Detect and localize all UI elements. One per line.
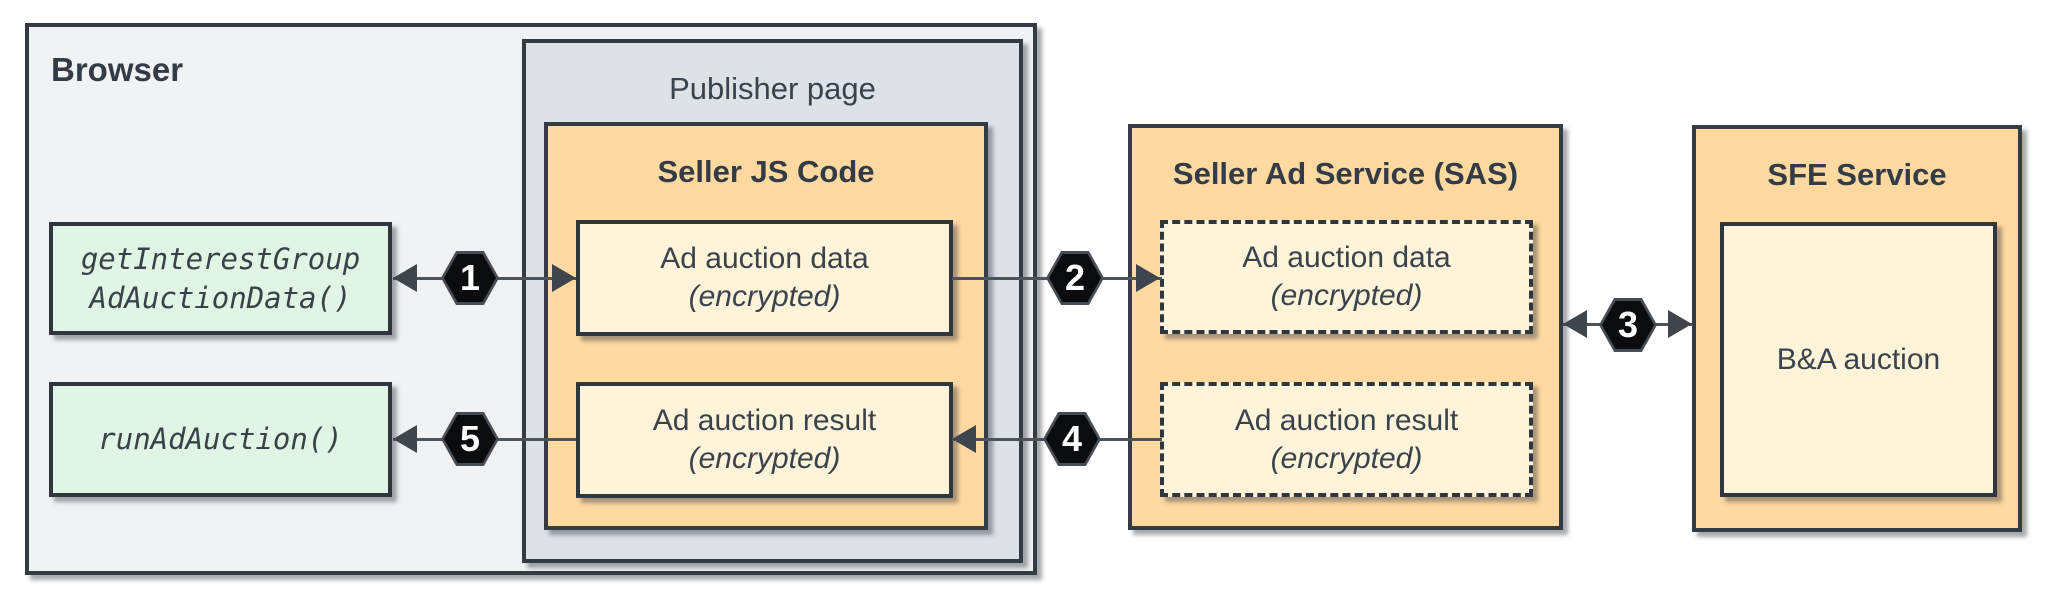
ba-auction-label: B&A auction — [1776, 342, 1941, 376]
encrypted-label: (encrypted) — [1270, 441, 1423, 475]
arrowhead-right-icon — [552, 264, 576, 292]
get-interest-group-ad-auction-data-box: getInterestGroup AdAuctionData() — [49, 222, 392, 335]
sfe-service-title: SFE Service — [1767, 157, 1947, 192]
sas-ad-auction-result-box: Ad auction result (encrypted) — [1160, 382, 1533, 497]
arrowhead-left-icon — [952, 425, 976, 453]
run-ad-auction-box: runAdAuction() — [49, 382, 392, 497]
ad-auction-result-label: Ad auction result — [1234, 403, 1459, 437]
seller-js-ad-auction-data-box: Ad auction data (encrypted) — [576, 220, 953, 336]
ba-auction-box: B&A auction — [1720, 222, 1997, 497]
publisher-page-label: Publisher page — [669, 71, 876, 106]
arrowhead-left-icon — [393, 425, 417, 453]
step-number: 5 — [459, 418, 481, 459]
step-4-hexagon-icon: 4 — [1043, 412, 1101, 466]
seller-ad-service-title: Seller Ad Service (SAS) — [1172, 156, 1519, 191]
encrypted-label: (encrypted) — [688, 442, 841, 475]
browser-label: Browser — [51, 51, 184, 88]
step-2-hexagon-icon: 2 — [1046, 251, 1104, 305]
ad-auction-data-label: Ad auction data — [1242, 241, 1451, 274]
step-3-hexagon-icon: 3 — [1599, 298, 1657, 352]
code-line: getInterestGroup — [80, 241, 361, 276]
arrowhead-right-icon — [1136, 264, 1160, 292]
code-line: AdAuctionData() — [89, 280, 352, 315]
arrowhead-left-icon — [393, 264, 417, 292]
step-number: 3 — [1617, 304, 1639, 345]
ad-auction-result-label: Ad auction result — [652, 404, 877, 437]
ad-auction-data-label: Ad auction data — [660, 242, 869, 275]
step-number: 4 — [1061, 418, 1083, 459]
encrypted-label: (encrypted) — [1270, 279, 1423, 312]
code-line: runAdAuction() — [98, 422, 343, 456]
arrowhead-right-icon — [1668, 310, 1692, 338]
step-5-hexagon-icon: 5 — [441, 412, 499, 466]
seller-js-code-title: Seller JS Code — [657, 154, 875, 189]
step-number: 2 — [1064, 257, 1086, 298]
step-number: 1 — [459, 257, 481, 298]
arrowhead-left-icon — [1563, 310, 1587, 338]
sas-ad-auction-data-box: Ad auction data (encrypted) — [1160, 220, 1533, 334]
seller-js-ad-auction-result-box: Ad auction result (encrypted) — [576, 382, 953, 498]
encrypted-label: (encrypted) — [688, 280, 841, 313]
